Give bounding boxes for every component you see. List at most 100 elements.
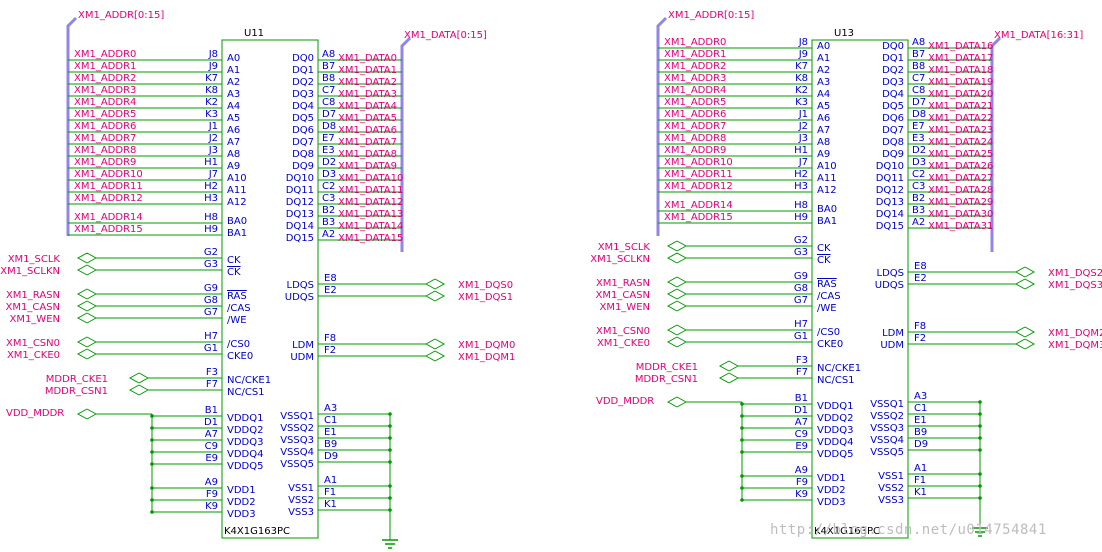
strobe-net-label: XM1_DQS1: [458, 292, 513, 303]
pin-name: VDD1: [227, 485, 256, 496]
port-symbol: [666, 396, 687, 408]
junction-dot: [150, 498, 154, 502]
pin-number: C1: [914, 403, 927, 414]
pin-name: A2: [817, 65, 830, 76]
pin-name: DQ11: [286, 185, 314, 196]
strobe-net-label: XM1_DQS2: [1048, 268, 1102, 279]
port-symbol: [666, 252, 687, 264]
pin-name: RAS: [227, 291, 247, 302]
pin-name: /CAS: [817, 291, 841, 302]
pin-name: VDDQ3: [227, 437, 263, 448]
pin-number: B3: [912, 205, 925, 216]
strobe-net-label: XM1_DQM2: [1048, 328, 1102, 339]
pin-number: J8: [208, 49, 218, 60]
junction-dot: [740, 402, 744, 406]
data-net-label: XM1_DATA3: [338, 89, 397, 100]
nc-net-label: MDDR_CSN1: [45, 386, 108, 397]
pin-number: F3: [206, 367, 218, 378]
pin-name: CK: [227, 255, 241, 266]
pin-name: /WE: [817, 303, 837, 314]
control-net-label: XM1_WEN: [599, 302, 650, 313]
pin-number: G2: [204, 247, 218, 258]
control-net-label: XM1_SCLK: [8, 254, 61, 265]
port-symbol: [666, 300, 687, 312]
pin-number: F9: [206, 489, 218, 500]
pin-number: G9: [794, 271, 808, 282]
junction-dot: [740, 414, 744, 418]
control-net-label: XM1_CKE0: [7, 350, 60, 361]
pin-name: CKE0: [817, 339, 843, 350]
data-net-label: XM1_DATA21: [928, 101, 993, 112]
pin-name: VSSQ4: [870, 435, 904, 446]
control-net-label: XM1_CSN0: [6, 338, 60, 349]
pin-name: DQ15: [286, 233, 314, 244]
pin-name: A0: [817, 41, 830, 52]
address-net-label: XM1_ADDR11: [74, 181, 143, 192]
junction-dot: [150, 414, 154, 418]
address-bus: [656, 16, 668, 236]
pin-name: UDM: [880, 340, 904, 351]
pin-name: LDQS: [877, 268, 905, 279]
port-symbol: [1015, 266, 1036, 278]
pin-name: CK: [817, 255, 831, 266]
address-net-label: XM1_ADDR4: [74, 97, 136, 108]
pin-number: E2: [324, 285, 337, 296]
pin-number: E9: [205, 453, 218, 464]
pin-number: C7: [322, 85, 335, 96]
port-symbol: [1015, 338, 1036, 350]
address-net-label: XM1_ADDR7: [74, 133, 136, 144]
address-bus: [66, 16, 78, 236]
pin-name: VDDQ4: [817, 437, 853, 448]
data-bus-label: XM1_DATA[0:15]: [404, 30, 487, 41]
data-net-label: XM1_DATA27: [928, 173, 993, 184]
pin-number: C3: [322, 193, 335, 204]
pin-number: A7: [205, 429, 218, 440]
pin-number: A1: [324, 475, 337, 486]
control-net-label: XM1_RASN: [6, 290, 60, 301]
pin-name: A6: [227, 125, 240, 136]
bank-address-net-label: XM1_ADDR14: [74, 212, 143, 223]
address-net-label: XM1_ADDR3: [664, 73, 726, 84]
pin-number: G3: [204, 259, 218, 270]
pin-name: DQ9: [292, 161, 314, 172]
data-net-label: XM1_DATA12: [338, 197, 403, 208]
port-symbol: [425, 278, 446, 290]
pin-number: F7: [206, 379, 218, 390]
pin-number: F2: [914, 333, 926, 344]
pin-name: A12: [227, 197, 247, 208]
pin-number: J3: [798, 133, 808, 144]
pin-name: VDDQ2: [227, 425, 263, 436]
pin-number: F9: [796, 477, 808, 488]
pin-name: VSS1: [878, 471, 904, 482]
pin-name: DQ14: [876, 209, 904, 220]
pin-name: BA1: [227, 228, 247, 239]
pin-number: G7: [204, 307, 218, 318]
vdd-net-label: VDD_MDDR: [6, 408, 64, 419]
pin-number: B3: [322, 217, 335, 228]
pin-number: D2: [912, 145, 926, 156]
pin-number: G3: [794, 247, 808, 258]
data-bus: [400, 36, 412, 252]
address-net-label: XM1_ADDR9: [74, 157, 136, 168]
pin-number: E7: [322, 133, 335, 144]
pin-name: DQ5: [292, 113, 314, 124]
data-bus-label: XM1_DATA[16:31]: [994, 30, 1083, 41]
pin-number: C3: [912, 181, 925, 192]
pin-name: CK: [227, 267, 241, 278]
data-net-label: XM1_DATA22: [928, 113, 993, 124]
junction-dot: [740, 438, 744, 442]
pin-number: F3: [796, 355, 808, 366]
pin-name: LDM: [882, 328, 904, 339]
data-net-label: XM1_DATA29: [928, 197, 993, 208]
port-symbol: [666, 240, 687, 252]
pin-name: BA1: [817, 216, 837, 227]
pin-number: E9: [795, 441, 808, 452]
pin-name: VDDQ5: [227, 461, 263, 472]
pin-number: E2: [914, 273, 927, 284]
address-net-label: XM1_ADDR9: [664, 145, 726, 156]
pin-number: F7: [796, 367, 808, 378]
pin-name: /WE: [227, 315, 247, 326]
data-net-label: XM1_DATA18: [928, 65, 993, 76]
pin-name: DQ2: [292, 77, 314, 88]
address-net-label: XM1_ADDR8: [74, 145, 136, 156]
